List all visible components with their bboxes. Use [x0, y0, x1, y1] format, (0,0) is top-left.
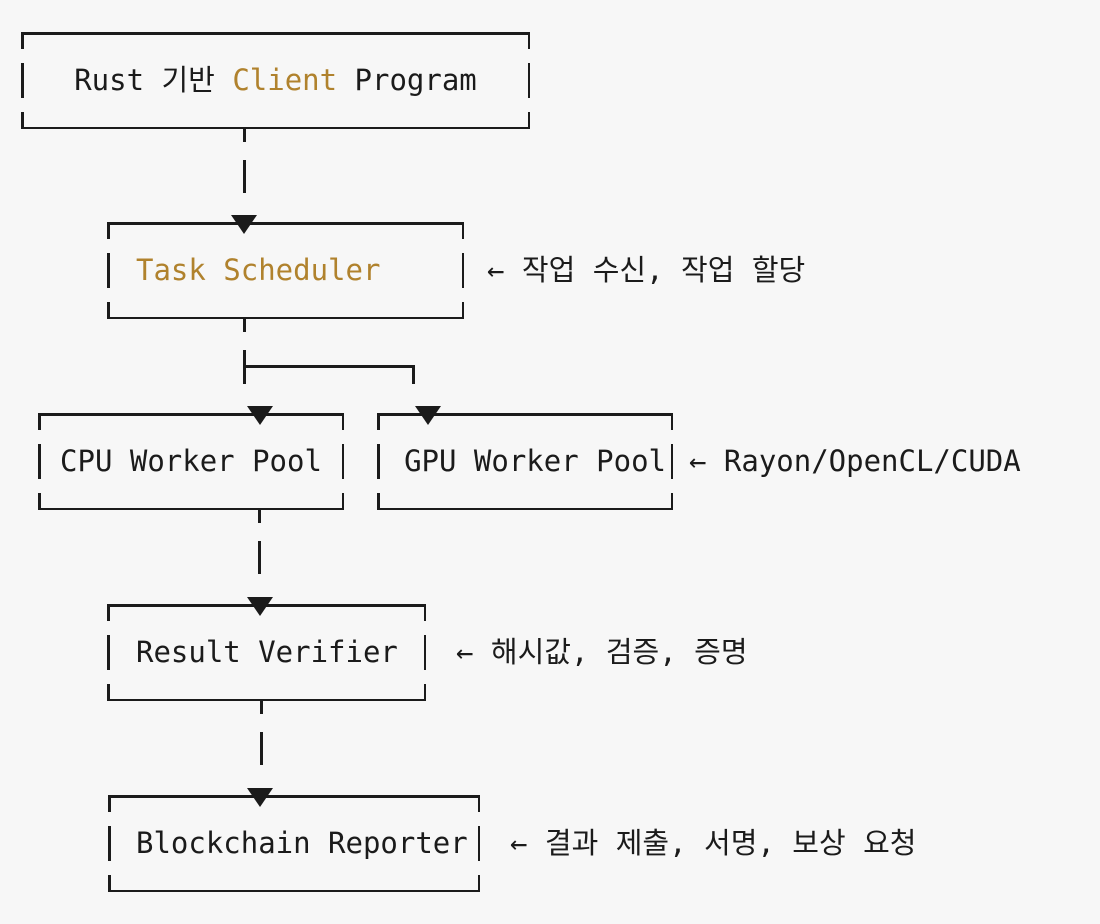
node-cpu-worker-pool: CPU Worker Pool: [38, 413, 344, 510]
box-border-bottom: [107, 698, 426, 701]
box-border-left: [108, 795, 111, 892]
node-result-verifier: Result Verifier: [107, 604, 426, 701]
arrow-triangle: [246, 597, 273, 616]
node-blockchain-reporter: Blockchain Reporter: [108, 795, 480, 892]
box-border-right: [423, 604, 426, 701]
connector-scheduler-branch-stub: [242, 319, 246, 332]
box-border-right: [341, 413, 344, 510]
box-border-top: [38, 413, 344, 416]
box-border-left: [377, 413, 380, 510]
box-border-bottom: [21, 126, 530, 129]
arrow-triangle: [415, 406, 441, 425]
box-border-bottom: [38, 507, 344, 510]
arrow-triangle: [246, 406, 273, 425]
connector-cpu-to-verifier: [258, 541, 261, 574]
label-part-prefix: Rust 기반: [74, 63, 233, 97]
arrow-triangle: [231, 215, 257, 234]
box-border-right: [477, 795, 480, 892]
box-border-top: [107, 604, 426, 607]
box-border-left: [38, 413, 41, 510]
connector-client-to-scheduler: [242, 160, 246, 193]
box-border-top: [107, 222, 464, 225]
box-border-top: [108, 795, 480, 798]
node-task-scheduler: Task Scheduler: [107, 222, 464, 319]
label-part-suffix: Program: [337, 63, 477, 97]
connector-branch-right-vertical: [411, 364, 415, 384]
box-border-top: [377, 413, 673, 416]
connector-client-to-scheduler-stub: [242, 129, 246, 142]
box-border-top: [21, 32, 530, 35]
box-border-bottom: [377, 507, 673, 510]
connector-verifier-to-reporter: [259, 732, 263, 765]
box-border-right: [461, 222, 464, 319]
box-border-left: [107, 222, 110, 319]
connector-branch-horizontal: [242, 364, 415, 368]
annotation-gpu-worker-pool: ← Rayon/OpenCL/CUDA: [689, 444, 1021, 478]
node-gpu-worker-pool: GPU Worker Pool: [377, 413, 673, 510]
node-label: GPU Worker Pool: [404, 444, 666, 478]
node-label: Blockchain Reporter: [136, 826, 468, 860]
node-client-program: Rust 기반 Client Program: [21, 32, 530, 129]
annotation-result-verifier: ← 해시값, 검증, 증명: [456, 635, 748, 669]
node-label: Rust 기반 Client Program: [21, 32, 530, 129]
arrow-triangle: [246, 788, 273, 807]
box-border-left: [21, 32, 24, 129]
node-label: Task Scheduler: [136, 253, 381, 287]
box-border-right: [670, 413, 673, 510]
node-label: Result Verifier: [136, 635, 398, 669]
connector-verifier-to-reporter-stub: [259, 701, 263, 714]
box-border-left: [107, 604, 110, 701]
box-border-bottom: [107, 316, 464, 319]
box-border-bottom: [108, 889, 480, 892]
box-border-right: [527, 32, 530, 129]
annotation-blockchain-reporter: ← 결과 제출, 서명, 보상 요청: [510, 826, 917, 860]
annotation-task-scheduler: ← 작업 수신, 작업 할당: [487, 253, 806, 287]
connector-cpu-to-verifier-stub: [258, 510, 261, 523]
label-part-accent: Client: [232, 63, 338, 97]
node-label: CPU Worker Pool: [60, 444, 322, 478]
